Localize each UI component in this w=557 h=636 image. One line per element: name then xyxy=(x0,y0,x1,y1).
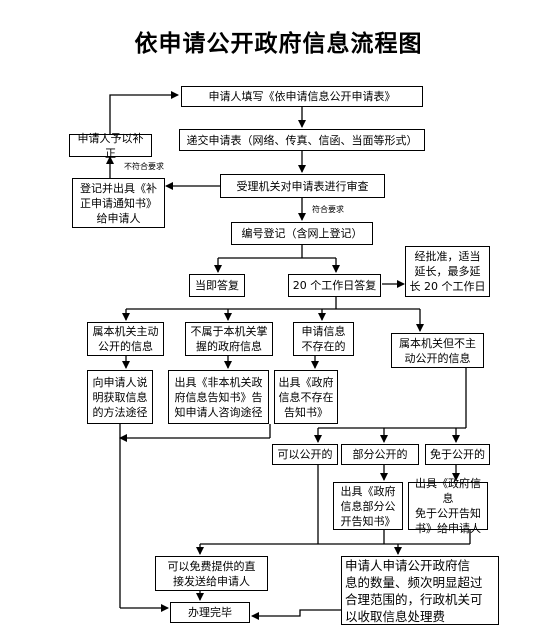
not-ours-box: 不属于本机关掌 握的政府信息 xyxy=(185,322,273,356)
page-title: 依申请公开政府信息流程图 xyxy=(134,30,423,57)
submit-box: 递交申请表（网络、传真、信函、当面等形式） xyxy=(179,129,425,151)
can-disclose-box: 可以公开的 xyxy=(272,444,338,465)
correction-box: 申请人予以补正 xyxy=(69,132,152,160)
note-not-meet: 不符合要求 xyxy=(124,162,164,171)
reply-now-box: 当即答复 xyxy=(189,274,245,297)
non-agency-notice-box: 出具《非本机关政 府信息告知书》告 知申请人咨询途径 xyxy=(168,370,269,424)
not-exist-box: 申请信息 不存在的 xyxy=(293,322,354,356)
processing-fee-box: 申请人申请公开政府信 息的数量、频次明显超过 合理范围的，行政机关可 以收取信息… xyxy=(341,556,499,625)
exempt-notice-box: 出具《政府信息 免于公开告知 书》给申请人 xyxy=(408,477,488,535)
active-disclosure-box: 属本机关主动 公开的信息 xyxy=(87,322,164,356)
notice-correction-box: 登记并出具《补 正申请通知书》 给申请人 xyxy=(72,178,165,228)
free-send-box: 可以免费提供的直 接发送给申请人 xyxy=(155,556,268,591)
reply-20-days-box: 20 个工作日答复 xyxy=(288,274,381,297)
review-box: 受理机关对申请表进行审查 xyxy=(220,174,385,198)
partial-disclose-box: 部分公开的 xyxy=(341,444,419,465)
not-exist-notice-box: 出具《政府 信息不存在 告知书》 xyxy=(274,370,338,424)
partial-notice-box: 出具《政府 信息部分公 开告知书》 xyxy=(333,482,403,530)
note-meet: 符合要求 xyxy=(312,205,344,214)
extension-box: 经批准，适当 延长，最多延 长 20 个工作日 xyxy=(405,246,490,297)
register-box: 编号登记（含网上登记） xyxy=(231,222,373,245)
done-box: 办理完毕 xyxy=(170,602,250,623)
tell-method-box: 向申请人说 明获取信息 的方法途径 xyxy=(87,370,153,424)
exempt-box: 免于公开的 xyxy=(425,444,490,465)
fill-form-box: 申请人填写《依申请信息公开申请表》 xyxy=(181,86,423,107)
ours-not-active-box: 属本机关但不主 动公开的信息 xyxy=(391,333,484,368)
